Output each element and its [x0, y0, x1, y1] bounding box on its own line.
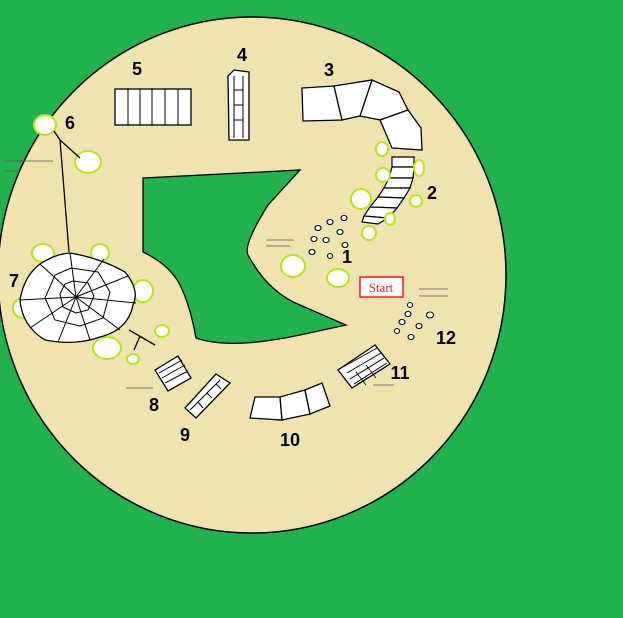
station-4-number: 4	[237, 45, 247, 65]
station-5-obstacle	[114, 88, 192, 126]
station-8-obstacle	[154, 355, 192, 392]
station-11-obstacle	[337, 344, 391, 389]
station-3-number: 3	[324, 60, 334, 80]
station-10-number: 10	[280, 430, 300, 450]
station-4-obstacle	[227, 69, 250, 141]
station-8-number: 8	[149, 395, 159, 415]
station-6-number: 6	[65, 113, 75, 133]
station-12-number: 12	[436, 328, 456, 348]
inner-green-island	[142, 169, 349, 344]
start-sign: Start	[359, 276, 404, 298]
station-1-stepping-stones	[308, 214, 349, 260]
station-10-obstacle	[249, 382, 331, 421]
station-6-lines	[53, 130, 81, 253]
station-9-number: 9	[180, 425, 190, 445]
scribble-annotations	[5, 160, 448, 389]
station-2-number: 2	[427, 183, 437, 203]
station-7-spider-web	[19, 252, 156, 351]
start-label: Start	[369, 280, 394, 295]
station-12-stepping-stones	[393, 301, 435, 341]
station-3-obstacle	[301, 79, 423, 151]
station-7-number: 7	[9, 271, 19, 291]
station-11-number: 11	[390, 363, 409, 383]
station-5-number: 5	[132, 59, 142, 79]
station-9-obstacle	[184, 373, 232, 419]
bushes	[12, 114, 425, 365]
station-1-number: 1	[342, 247, 352, 267]
